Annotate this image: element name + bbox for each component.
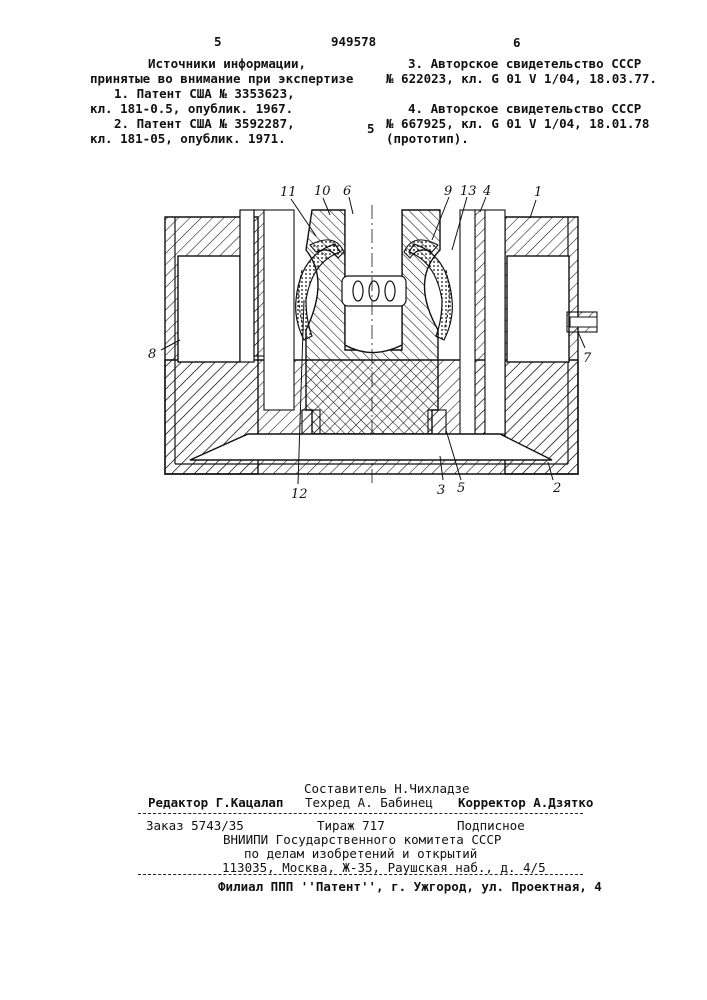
bottom-chamber: [190, 434, 552, 460]
footer-rule-1: [138, 813, 583, 814]
compiler-line: Составитель Н.Чихладзе: [304, 781, 470, 796]
footer-rule-2: [138, 874, 583, 875]
techred-line: Техред А. Бабинец: [305, 795, 433, 810]
left-chamber: [178, 256, 240, 362]
org-line-3: 113035, Москва, Ж-35, Раушская наб., д. …: [222, 860, 546, 875]
label-2: 2: [552, 481, 561, 496]
corrector-line: Корректор А.Дзятко: [458, 795, 593, 810]
label-1: 1: [534, 185, 542, 200]
label-8: 8: [148, 347, 156, 362]
order-line: Заказ 5743/35: [146, 818, 244, 833]
label-5: 5: [457, 481, 465, 496]
circulation-line: Тираж 717: [317, 818, 385, 833]
label-11: 11: [280, 185, 297, 200]
editor-line: Редактор Г.Кацалап: [148, 795, 283, 810]
org-line-1: ВНИИПИ Государственного комитета СССР: [223, 832, 501, 847]
label-7: 7: [583, 351, 592, 366]
branch-line: Филиал ППП ''Патент'', г. Ужгород, ул. П…: [218, 879, 602, 894]
label-12: 12: [291, 487, 308, 502]
label-9: 9: [444, 184, 452, 199]
subscription-line: Подписное: [457, 818, 525, 833]
label-10: 10: [314, 184, 331, 199]
org-line-2: по делам изобретений и открытий: [244, 846, 477, 861]
label-4: 4: [482, 184, 491, 199]
outlet-pipe: [567, 312, 597, 332]
right-chamber: [507, 256, 569, 362]
label-6: 6: [343, 184, 351, 199]
label-13: 13: [460, 184, 477, 199]
label-3: 3: [437, 483, 445, 498]
